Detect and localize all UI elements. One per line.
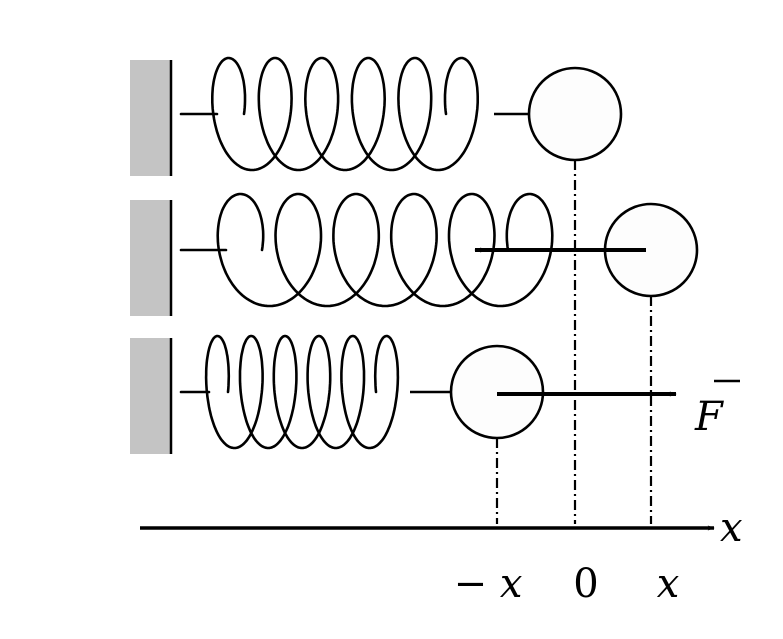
tick-label-positive-x: x xyxy=(657,561,680,607)
row-equilibrium xyxy=(130,56,623,176)
row-stretched xyxy=(130,192,699,316)
tick-label-zero: 0 xyxy=(573,561,598,607)
mass-1 xyxy=(527,66,623,162)
x-axis-label: x xyxy=(720,505,743,551)
spring-2 xyxy=(179,192,554,308)
force-label: F xyxy=(694,394,724,440)
spring-3 xyxy=(179,334,400,450)
wall-3 xyxy=(130,338,170,454)
tick-label-negative-x: − x xyxy=(454,561,523,607)
row-compressed xyxy=(130,334,677,454)
spring-1 xyxy=(179,56,479,172)
wall-2 xyxy=(130,200,170,316)
wall-1 xyxy=(130,60,170,176)
